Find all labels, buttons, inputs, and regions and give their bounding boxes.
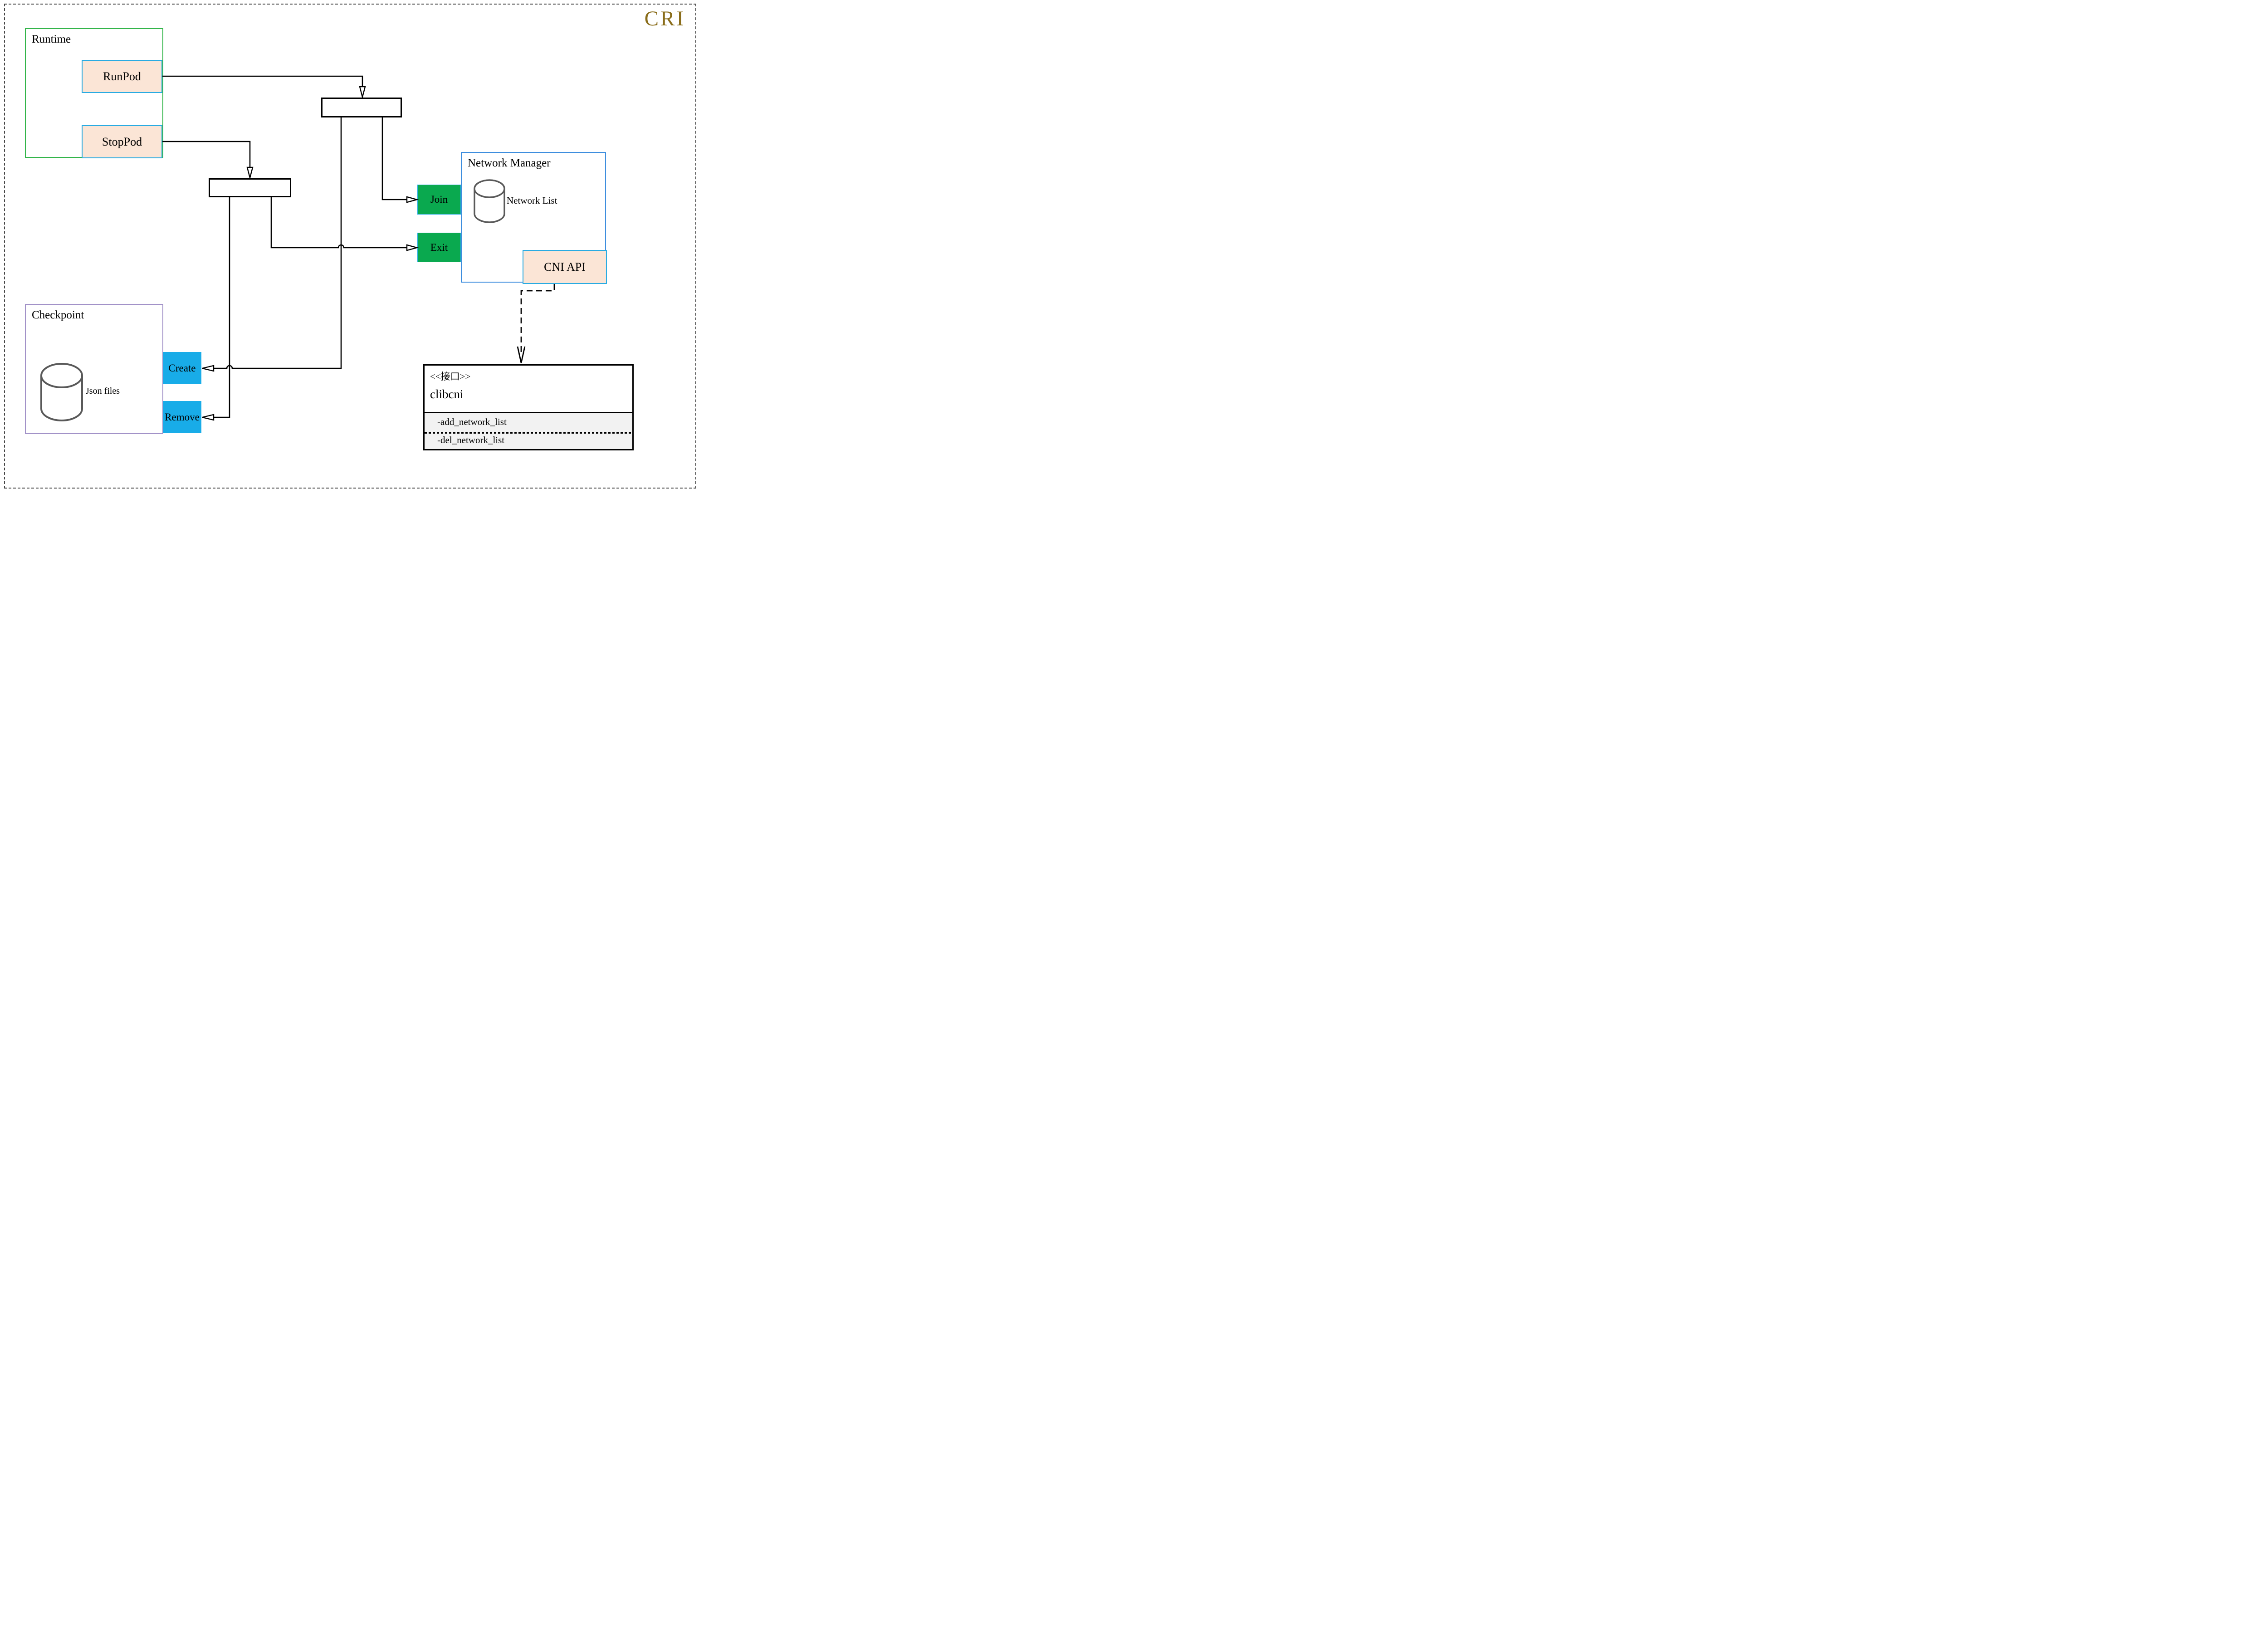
stoppod-process-box bbox=[209, 178, 291, 197]
interface-stereotype: <<接口>> bbox=[430, 371, 471, 382]
clibcni-interface-box: <<接口>> clibcni -add_network_list -del_ne… bbox=[423, 364, 634, 450]
runpod-process-box bbox=[321, 98, 402, 117]
method-separator bbox=[425, 432, 632, 434]
runtime-label: Runtime bbox=[32, 33, 71, 45]
cni-api-node: CNI API bbox=[523, 250, 607, 284]
remove-node: Remove bbox=[163, 401, 201, 433]
stoppod-node: StopPod bbox=[82, 125, 162, 158]
join-node: Join bbox=[417, 185, 461, 215]
method-del-network-list: -del_network_list bbox=[437, 435, 505, 445]
checkpoint-box: Checkpoint bbox=[25, 304, 163, 434]
outer-dashed-border bbox=[4, 4, 696, 489]
interface-name: clibcni bbox=[430, 387, 464, 401]
json-files-label: Json files bbox=[86, 386, 120, 396]
network-list-label: Network List bbox=[507, 195, 557, 206]
method-add-network-list: -add_network_list bbox=[437, 416, 507, 427]
clibcni-methods-section: -add_network_list -del_network_list bbox=[425, 412, 632, 449]
diagram-title: CRI bbox=[644, 7, 685, 30]
exit-node: Exit bbox=[417, 233, 461, 262]
create-node: Create bbox=[163, 352, 201, 384]
clibcni-header-section: <<接口>> clibcni bbox=[425, 366, 632, 412]
network-manager-label: Network Manager bbox=[468, 157, 551, 169]
checkpoint-label: Checkpoint bbox=[32, 309, 84, 321]
runpod-node: RunPod bbox=[82, 60, 162, 93]
